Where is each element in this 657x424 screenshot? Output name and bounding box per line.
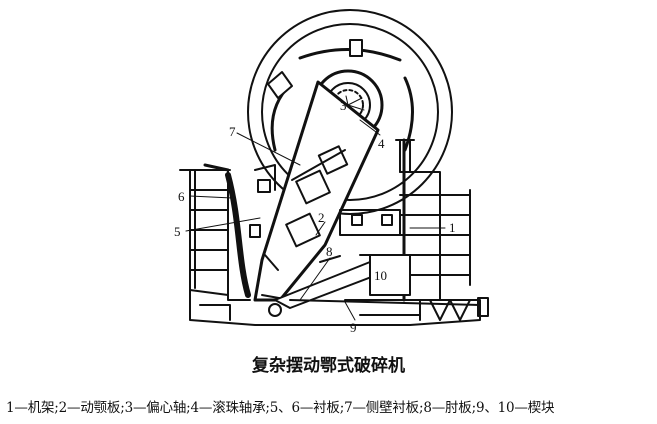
callout-3: 3 [340, 98, 347, 113]
leader-lines [185, 95, 446, 321]
figure-legend: 1—机架;2—动颚板;3—偏心轴;4—滚珠轴承;5、6—衬板;7—侧壁衬板;8—… [6, 400, 555, 416]
callout-6: 6 [178, 189, 185, 204]
wedges [339, 209, 421, 316]
callout-9: 9 [350, 320, 357, 335]
fixed-jaw-liner [225, 164, 276, 298]
callout-7: 7 [229, 124, 236, 139]
callout-5: 5 [174, 224, 181, 239]
flywheel [247, 9, 453, 215]
jaw-crusher-drawing: 1 2 3 4 5 6 7 8 9 10 [174, 9, 489, 335]
callout-4: 4 [378, 136, 385, 151]
tension-spring [289, 297, 489, 321]
callout-1: 1 [449, 220, 456, 235]
figure-title: 复杂摆动鄂式破碎机 [252, 356, 405, 376]
callout-8: 8 [326, 244, 333, 259]
callout-2: 2 [318, 210, 325, 225]
callout-10: 10 [374, 268, 387, 283]
